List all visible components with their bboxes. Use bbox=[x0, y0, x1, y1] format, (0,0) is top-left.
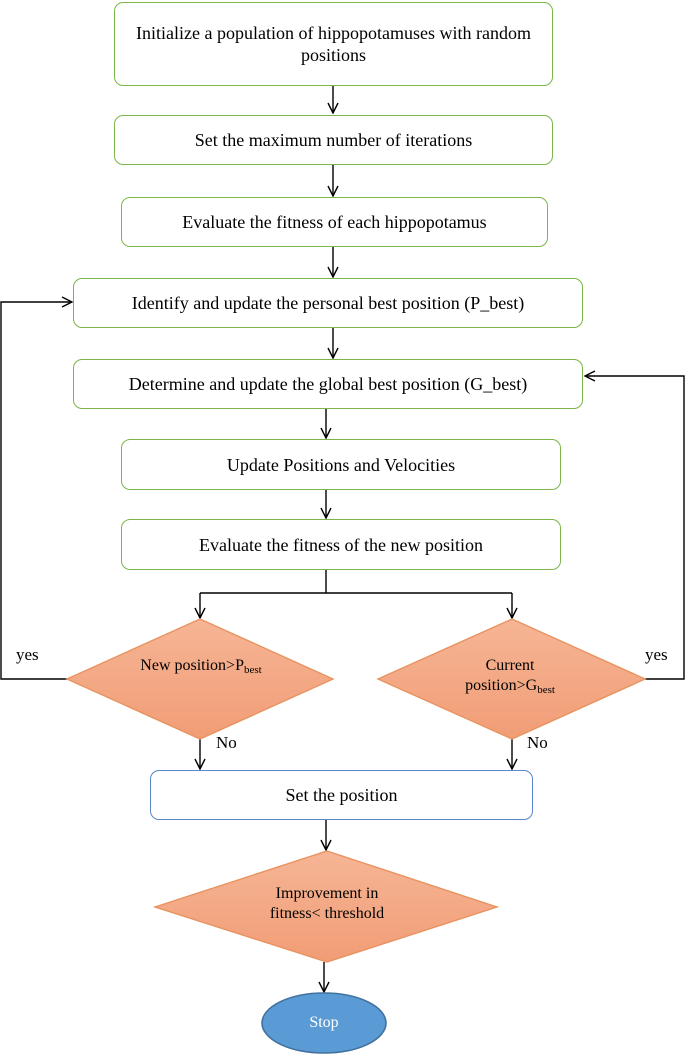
step-update-global-best: Determine and update the global best pos… bbox=[73, 359, 583, 409]
decision-current-position-text: Current position>G bbox=[465, 657, 538, 694]
step-update-positions-velocities-text: Update Positions and Velocities bbox=[226, 454, 456, 475]
decision-current-position-label: Current position>Gbest bbox=[440, 656, 580, 700]
step-evaluate-new-position-text: Evaluate the fitness of the new position bbox=[199, 534, 483, 555]
stop-terminal-label: Stop bbox=[309, 1014, 339, 1031]
step-evaluate-fitness: Evaluate the fitness of each hippopotamu… bbox=[121, 197, 548, 247]
decision-new-position-shape bbox=[65, 618, 335, 740]
loop-yes-to-pbest bbox=[0, 302, 72, 680]
step-update-personal-best: Identify and update the personal best po… bbox=[73, 278, 583, 328]
step-initialize-population-text: Initialize a population of hippopotamuse… bbox=[136, 23, 531, 65]
decision-new-position-text: New position>P bbox=[140, 657, 244, 674]
step-set-position-text: Set the position bbox=[285, 785, 398, 805]
step-update-personal-best-text: Identify and update the personal best po… bbox=[131, 293, 525, 313]
decision-improvement-shape bbox=[152, 850, 500, 963]
connector-split bbox=[200, 570, 512, 594]
label-yes-left: yes bbox=[16, 645, 39, 664]
decision-current-position-subscript: best bbox=[537, 684, 555, 696]
decision-improvement-label: Improvement in fitness< threshold bbox=[257, 884, 397, 924]
step-initialize-population: Initialize a population of hippopotamuse… bbox=[114, 2, 553, 86]
step-evaluate-new-position: Evaluate the fitness of the new position bbox=[121, 519, 561, 570]
stop-ellipse bbox=[261, 992, 387, 1054]
label-no-right: No bbox=[527, 733, 548, 752]
step-update-positions-velocities: Update Positions and Velocities bbox=[121, 439, 561, 490]
label-no-left: No bbox=[216, 733, 237, 752]
label-yes-right: yes bbox=[645, 645, 668, 664]
decision-new-position-subscript: best bbox=[243, 664, 262, 676]
step-set-max-iterations: Set the maximum number of iterations bbox=[114, 115, 553, 165]
step-set-max-iterations-text: Set the maximum number of iterations bbox=[194, 130, 473, 150]
decision-improvement-text: Improvement in fitness< threshold bbox=[269, 885, 385, 922]
decision-current-position-shape bbox=[376, 618, 647, 740]
decision-new-position-label: New position>Pbest bbox=[140, 656, 262, 680]
loop-yes-to-gbest bbox=[585, 376, 685, 680]
step-update-global-best-text: Determine and update the global best pos… bbox=[128, 374, 528, 394]
step-set-position: Set the position bbox=[150, 770, 533, 820]
step-evaluate-fitness-text: Evaluate the fitness of each hippopotamu… bbox=[182, 212, 487, 232]
